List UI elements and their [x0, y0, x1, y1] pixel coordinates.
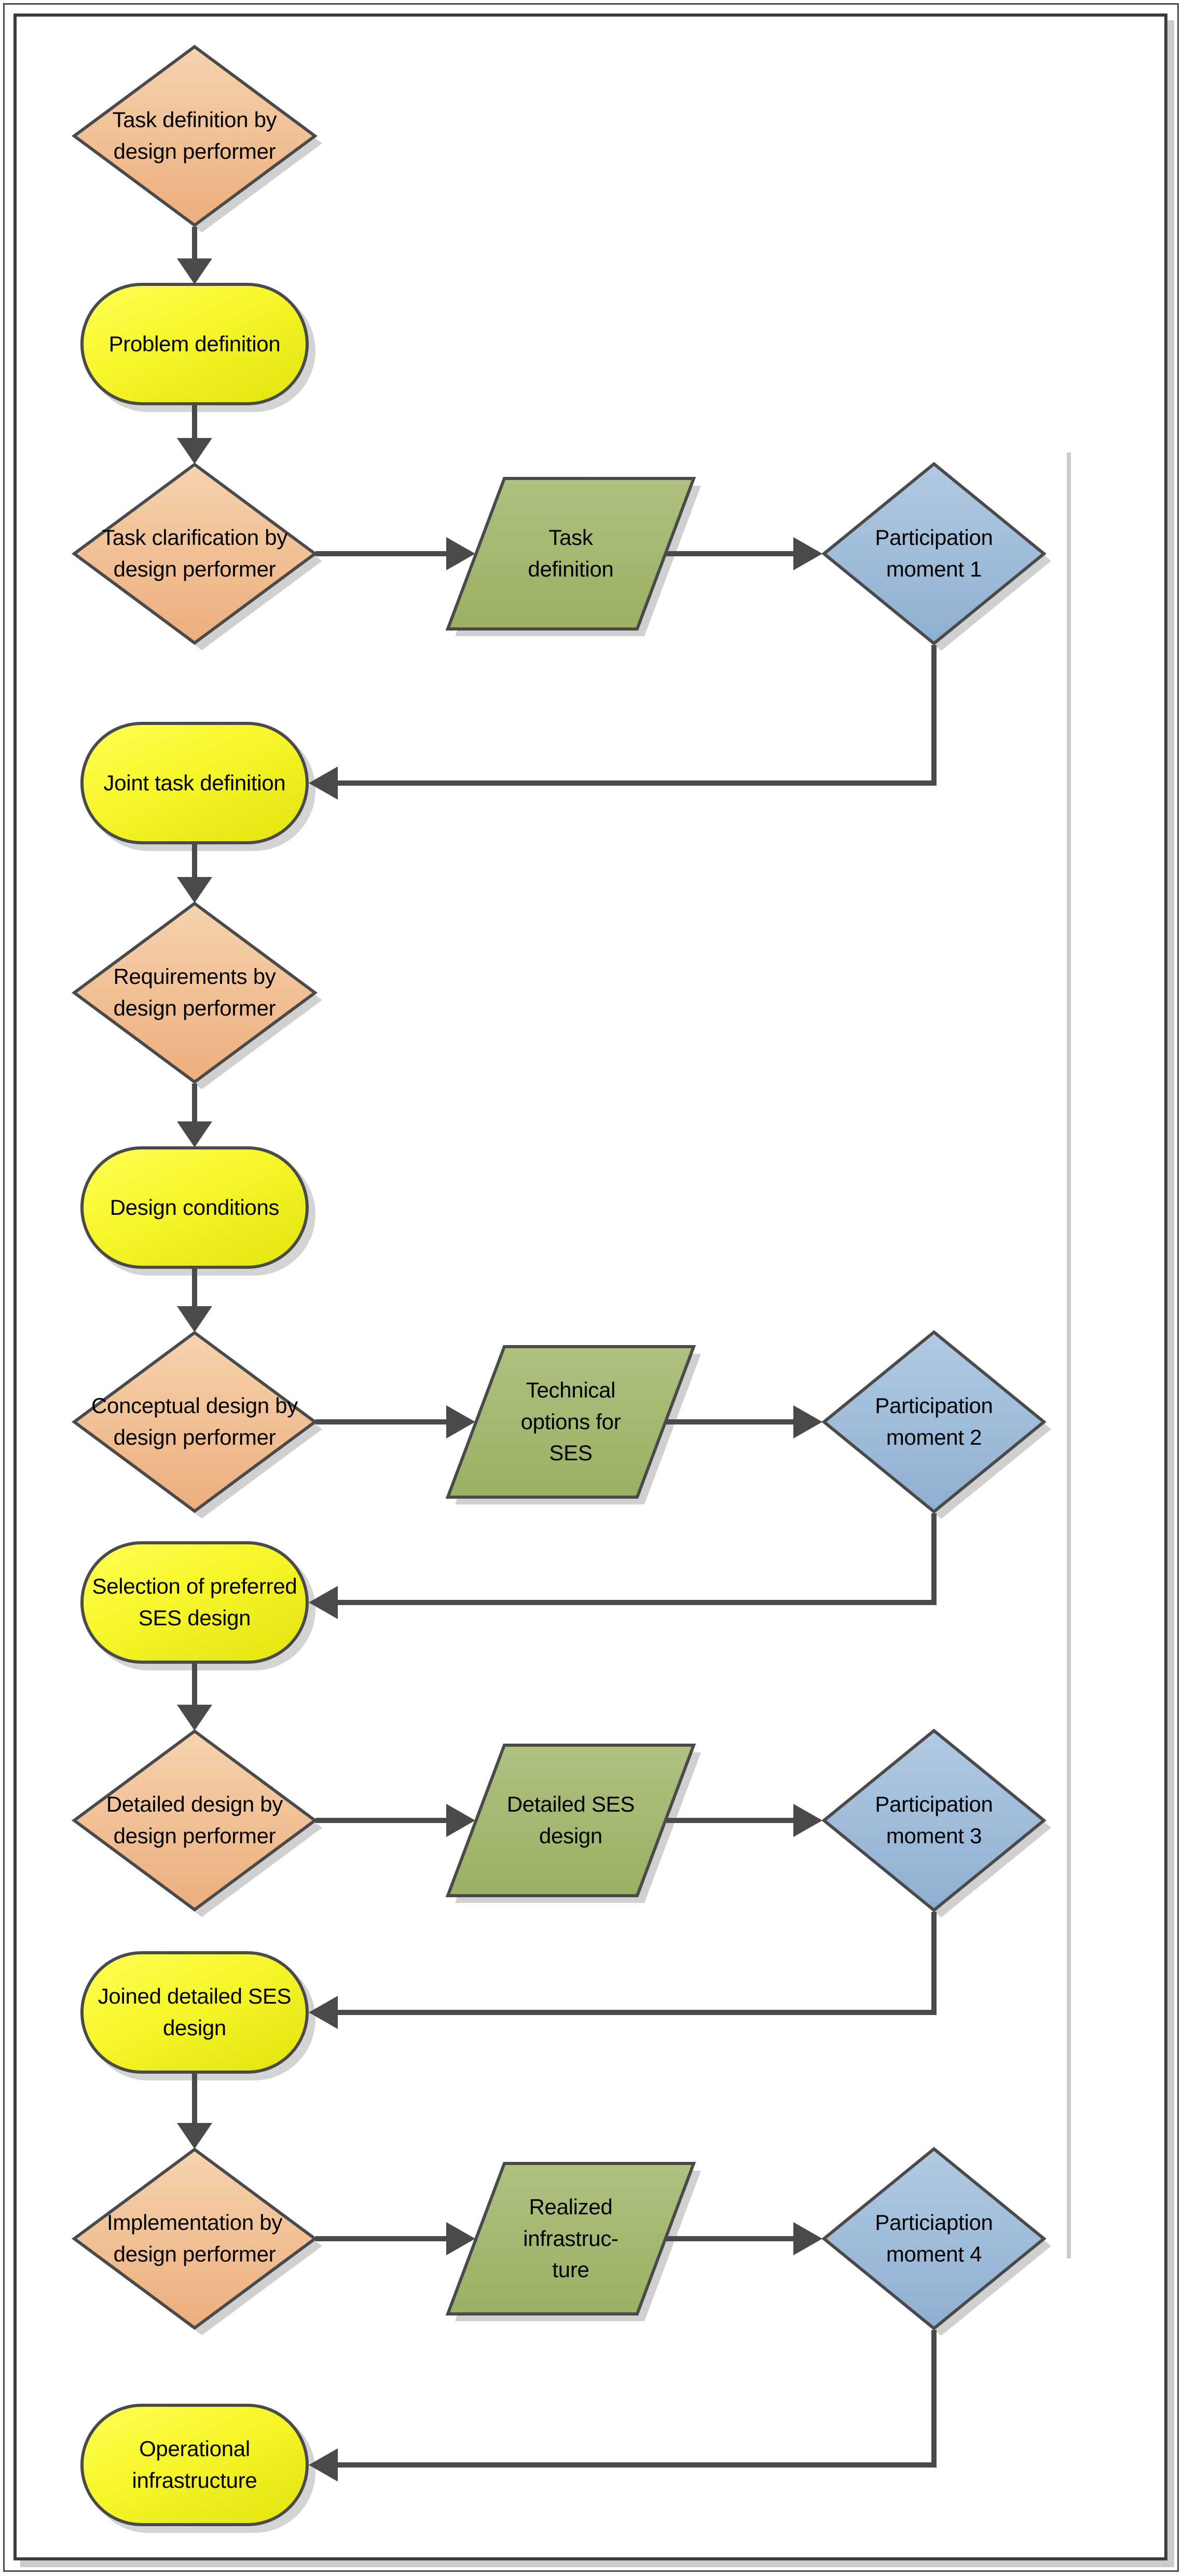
- arrow-jointtask-to-requirements: [192, 844, 197, 878]
- node-label: Problem definition: [108, 331, 281, 356]
- node-detailed-ses-design: Detailed SES design: [445, 1744, 701, 1903]
- arrow-joineddetailed-to-implementation: [192, 2074, 197, 2124]
- arrow-implementation-to-realizedinfra: [315, 2236, 447, 2241]
- node-task-definition-by-performer: Task definition by design performer: [71, 45, 322, 232]
- arrow-detaileddesign-to-detailedses: [315, 1818, 447, 1823]
- node-participation-moment-3: Participation moment 3: [821, 1729, 1051, 1917]
- arrowhead-down-icon: [177, 1121, 212, 1147]
- arrowhead-right-icon: [446, 2222, 475, 2255]
- parallelogram-shape: [445, 1744, 701, 1903]
- arrowhead-down-icon: [177, 877, 212, 903]
- arrowhead-left-icon: [309, 1586, 338, 1619]
- arrowhead-right-icon: [793, 2222, 822, 2255]
- node-label: Task clarification by design performer: [102, 525, 287, 581]
- arrow-pm4-elbow-vertical: [931, 2330, 937, 2468]
- node-requirements-by-performer: Requirements by design performer: [71, 901, 322, 1089]
- node-label: Operational infrastructure: [132, 2436, 257, 2492]
- arrow-pm3-elbow-vertical: [931, 1912, 937, 2015]
- arrow-pm1-elbow-horizontal: [338, 780, 937, 786]
- arrow-pm4-elbow-horizontal: [338, 2462, 937, 2468]
- node-label: Technical options for SES: [520, 1377, 621, 1465]
- node-selection-of-preferred-ses-design: Selection of preferred SES design: [80, 1541, 309, 1664]
- diamond-shape: [821, 1330, 1051, 1519]
- arrowhead-right-icon: [793, 1804, 822, 1837]
- arrowhead-right-icon: [446, 1804, 475, 1837]
- inner-frame: [13, 13, 1167, 2560]
- arrow-pm1-elbow-vertical: [931, 645, 937, 786]
- arrowhead-down-icon: [177, 2123, 212, 2149]
- parallelogram-shape: [445, 477, 701, 636]
- arrow-conceptual-to-techoptions: [315, 1419, 447, 1424]
- diamond-shape: [71, 45, 322, 232]
- arrowhead-down-icon: [177, 1306, 212, 1332]
- arrowhead-left-icon: [309, 766, 338, 800]
- arrow-techoptions-to-pm2: [666, 1419, 794, 1424]
- node-label: Participation moment 3: [875, 1792, 993, 1848]
- node-operational-infrastructure: Operational infrastructure: [80, 2404, 309, 2526]
- arrowhead-down-icon: [177, 438, 212, 464]
- node-label: Conceptual design by design performer: [91, 1393, 298, 1449]
- node-label: Requirements by design performer: [113, 964, 276, 1020]
- arrowhead-right-icon: [793, 1405, 822, 1438]
- arrowhead-right-icon: [446, 537, 475, 570]
- node-participation-moment-4: Particiaption moment 4: [821, 2147, 1051, 2336]
- parallelogram-shape: [445, 1345, 701, 1504]
- arrow-taskdefinition-to-pm1: [666, 551, 794, 556]
- arrow-pm3-elbow-horizontal: [338, 2010, 937, 2015]
- arrow-pm2-elbow-vertical: [931, 1513, 937, 1605]
- node-joined-detailed-ses-design: Joined detailed SES design: [80, 1951, 309, 2074]
- node-implementation-by-performer: Implementation by design performer: [71, 2147, 322, 2335]
- arrowhead-down-icon: [177, 258, 212, 284]
- diamond-shape: [821, 1729, 1051, 1917]
- node-label: Selection of preferred SES design: [92, 1574, 297, 1630]
- diamond-shape: [71, 901, 322, 1089]
- node-label: Realized infrastruc- ture: [523, 2194, 618, 2282]
- node-label: Implementation by design performer: [106, 2210, 283, 2266]
- node-participation-moment-2: Participation moment 2: [821, 1330, 1051, 1519]
- diamond-shape: [71, 2147, 322, 2335]
- outer-frame: [3, 3, 1179, 2572]
- diamond-shape: [71, 1729, 322, 1917]
- node-label: Task definition: [528, 525, 614, 581]
- node-label: Participation moment 1: [875, 525, 993, 581]
- node-label: Task definition by design performer: [112, 107, 277, 163]
- node-label: Joint task definition: [103, 770, 286, 795]
- node-design-conditions: Design conditions: [80, 1146, 309, 1269]
- node-label: Joined detailed SES design: [98, 1984, 292, 2040]
- node-label: Design conditions: [109, 1195, 280, 1220]
- node-detailed-design-by-performer: Detailed design by design performer: [71, 1729, 322, 1917]
- arrow-realizedinfra-to-pm4: [666, 2236, 794, 2241]
- diamond-shape: [821, 462, 1051, 651]
- diamond-shape: [821, 2147, 1051, 2336]
- arrowhead-right-icon: [793, 537, 822, 570]
- node-label: Detailed SES design: [506, 1792, 635, 1848]
- diamond-shape: [71, 462, 322, 650]
- arrow-taskclar-to-taskdefinition: [315, 551, 447, 556]
- node-problem-definition: Problem definition: [80, 283, 309, 405]
- arrowhead-down-icon: [177, 1705, 212, 1731]
- arrow-designconditions-to-conceptual: [192, 1269, 197, 1307]
- arrow-pm2-elbow-horizontal: [338, 1600, 937, 1605]
- arrow-problemdef-to-taskclar: [192, 405, 197, 439]
- parallelogram-shape: [445, 2162, 701, 2321]
- node-joint-task-definition: Joint task definition: [80, 722, 309, 844]
- node-label: Detailed design by design performer: [106, 1792, 283, 1848]
- node-conceptual-design-by-performer: Conceptual design by design performer: [71, 1331, 322, 1518]
- arrowhead-right-icon: [446, 1405, 475, 1438]
- node-label: Participation moment 2: [875, 1393, 993, 1449]
- arrowhead-left-icon: [309, 2448, 338, 2482]
- node-task-definition-artifact: Task definition: [445, 477, 701, 636]
- arrow-detailedses-to-pm3: [666, 1818, 794, 1823]
- arrowhead-left-icon: [309, 1996, 338, 2029]
- page-edge-shadow-line: [1067, 453, 1071, 2258]
- arrow-taskdef-to-problemdef: [192, 227, 197, 259]
- arrow-selection-to-detaileddesign: [192, 1664, 197, 1706]
- node-participation-moment-1: Participation moment 1: [821, 462, 1051, 651]
- node-label: Particiaption moment 4: [875, 2210, 993, 2266]
- diamond-shape: [71, 1331, 322, 1518]
- node-task-clarification-by-performer: Task clarification by design performer: [71, 462, 322, 650]
- node-realized-infrastructure: Realized infrastruc- ture: [445, 2162, 701, 2321]
- node-technical-options-for-ses: Technical options for SES: [445, 1345, 701, 1504]
- arrow-requirements-to-designconditions: [192, 1084, 197, 1122]
